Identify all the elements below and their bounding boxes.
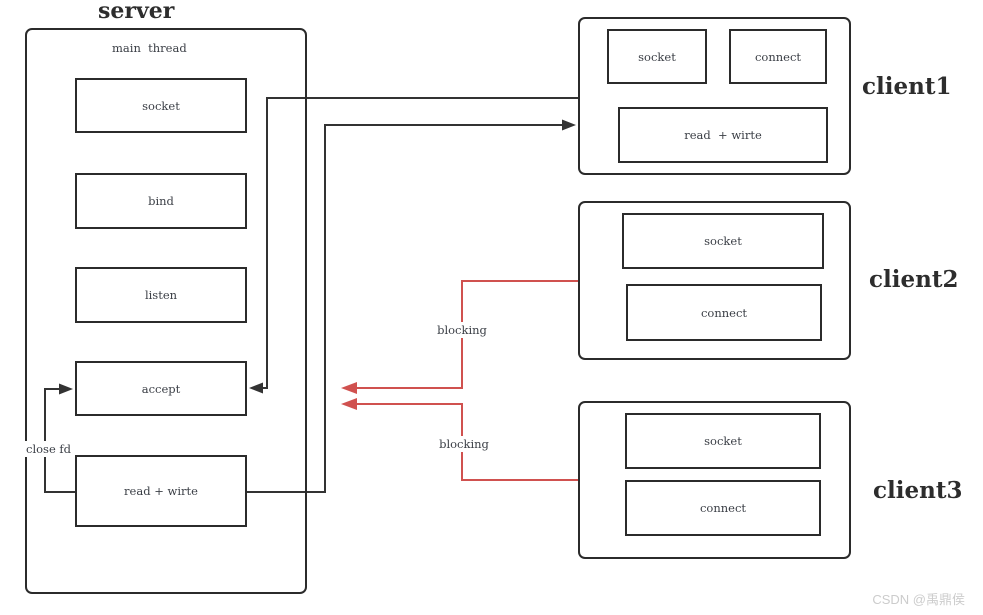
client1-socket: socket xyxy=(607,29,707,84)
server-step-bind: bind xyxy=(75,173,247,229)
client1-box xyxy=(578,17,851,175)
arrowhead-client2-blocking-icon xyxy=(341,382,357,394)
client3-socket: socket xyxy=(625,413,821,469)
client3-name: client3 xyxy=(873,477,963,504)
arrowhead-into-accept-right-icon xyxy=(249,382,263,394)
client2-connect: connect xyxy=(626,284,822,341)
csdn-watermark: CSDN @禹鼎侯 xyxy=(872,592,965,607)
client1-connect: connect xyxy=(729,29,827,84)
client3-connect: connect xyxy=(625,480,821,536)
main-thread-label: main thread xyxy=(112,41,187,55)
arrowhead-into-accept-left-icon xyxy=(59,383,73,395)
arrowhead-into-client1-icon xyxy=(562,119,576,131)
client2-name: client2 xyxy=(869,266,959,293)
client1-name: client1 xyxy=(862,73,952,100)
blocking-label-client3: blocking xyxy=(435,436,493,452)
client1-read-write: read + wirte xyxy=(618,107,828,163)
server-step-socket: socket xyxy=(75,78,247,133)
server-step-listen: listen xyxy=(75,267,247,323)
blocking-label-client2: blocking xyxy=(433,322,491,338)
server-step-accept: accept xyxy=(75,361,247,416)
line-client1-to-accept xyxy=(261,97,578,389)
client3-box xyxy=(578,401,851,559)
client2-socket: socket xyxy=(622,213,824,269)
server-step-read-write: read + wirte xyxy=(75,455,247,527)
server-title: server xyxy=(98,0,175,24)
line-close-fd-loop xyxy=(44,388,76,493)
line-readwrite-to-client1 xyxy=(246,124,562,493)
arrowhead-client3-blocking-icon xyxy=(341,398,357,410)
close-fd-label: close fd xyxy=(24,441,74,457)
server-box xyxy=(25,28,307,594)
client2-box xyxy=(578,201,851,360)
